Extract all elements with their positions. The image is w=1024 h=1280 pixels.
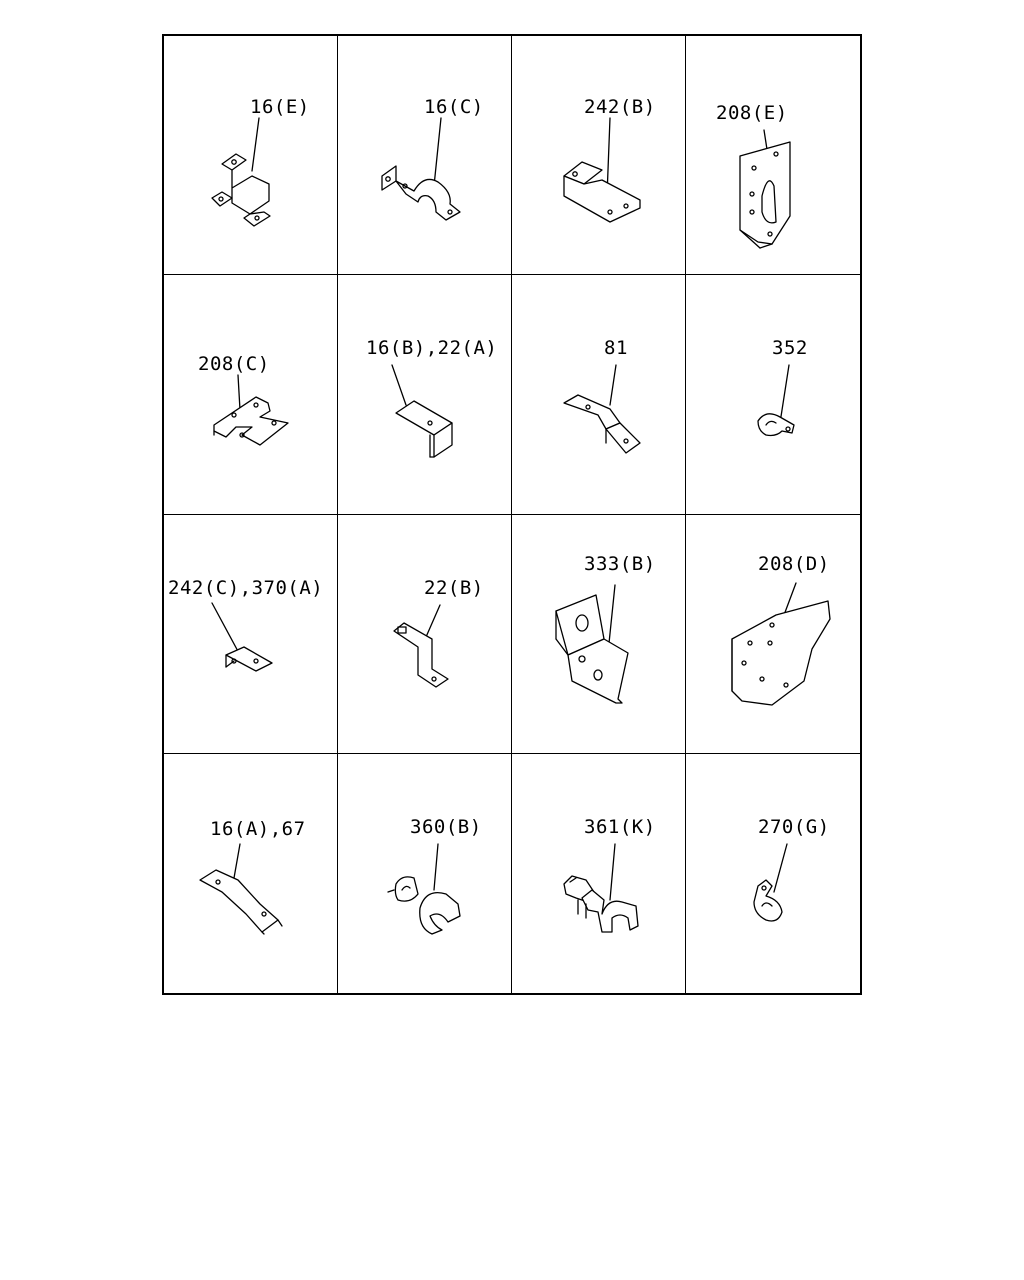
part-cell: 333(B) <box>512 514 686 754</box>
part-cell: 360(B) <box>338 753 512 993</box>
part-cell: 270(G) <box>686 754 860 993</box>
part-label: 208(C) <box>198 353 270 376</box>
part-cell: 352 <box>686 275 860 515</box>
part-cell: 16(B),22(A) <box>338 275 512 515</box>
part-label: 360(B) <box>410 815 482 838</box>
part-label: 81 <box>604 337 628 360</box>
bracket-16e-drawing <box>211 117 271 227</box>
part-cell: 361(K) <box>512 753 686 993</box>
part-label: 22(B) <box>424 576 484 599</box>
bracket-208d-drawing <box>731 581 831 706</box>
bracket-333b-drawing <box>555 583 629 704</box>
part-label: 242(C),370(A) <box>168 576 324 599</box>
part-cell: 208(E) <box>686 36 860 276</box>
part-cell: 81 <box>512 275 686 515</box>
bracket-22b-drawing <box>393 603 449 688</box>
part-label: 270(G) <box>758 815 830 838</box>
bracket-208e-drawing <box>739 129 791 249</box>
part-label: 16(B),22(A) <box>366 337 498 360</box>
parts-grid: 16(E) 16(C) 242(B) <box>162 34 862 995</box>
part-label: 352 <box>772 337 808 360</box>
clip-270g-drawing <box>753 843 788 922</box>
clamp-16c-drawing <box>381 117 461 221</box>
bracket-16a-67-drawing <box>199 843 283 935</box>
part-label: 208(D) <box>758 552 830 575</box>
part-cell: 16(C) <box>338 36 512 276</box>
clip-360b-drawing <box>387 843 461 935</box>
part-cell: 242(C),370(A) <box>164 514 338 754</box>
bracket-208c-drawing <box>213 374 289 446</box>
part-cell: 208(D) <box>686 515 860 754</box>
part-label: 333(B) <box>584 552 656 575</box>
bracket-242b-drawing <box>563 117 641 223</box>
bracket-16b-22a-drawing <box>391 364 453 458</box>
clip-361k-drawing <box>563 843 639 933</box>
part-label: 16(C) <box>424 96 484 118</box>
clip-352-drawing <box>757 364 795 437</box>
part-label: 361(K) <box>584 815 656 838</box>
part-label: 242(B) <box>584 96 656 118</box>
part-cell: 16(E) <box>164 36 338 276</box>
part-label: 16(A),67 <box>210 817 306 840</box>
part-label: 208(E) <box>716 102 788 124</box>
bracket-81-drawing <box>563 364 641 454</box>
part-cell: 16(A),67 <box>164 753 338 993</box>
part-cell: 22(B) <box>338 514 512 754</box>
part-cell: 208(C) <box>164 275 338 515</box>
bracket-242c-370a-drawing <box>211 601 273 672</box>
part-cell: 242(B) <box>512 36 686 276</box>
part-label: 16(E) <box>250 96 310 118</box>
